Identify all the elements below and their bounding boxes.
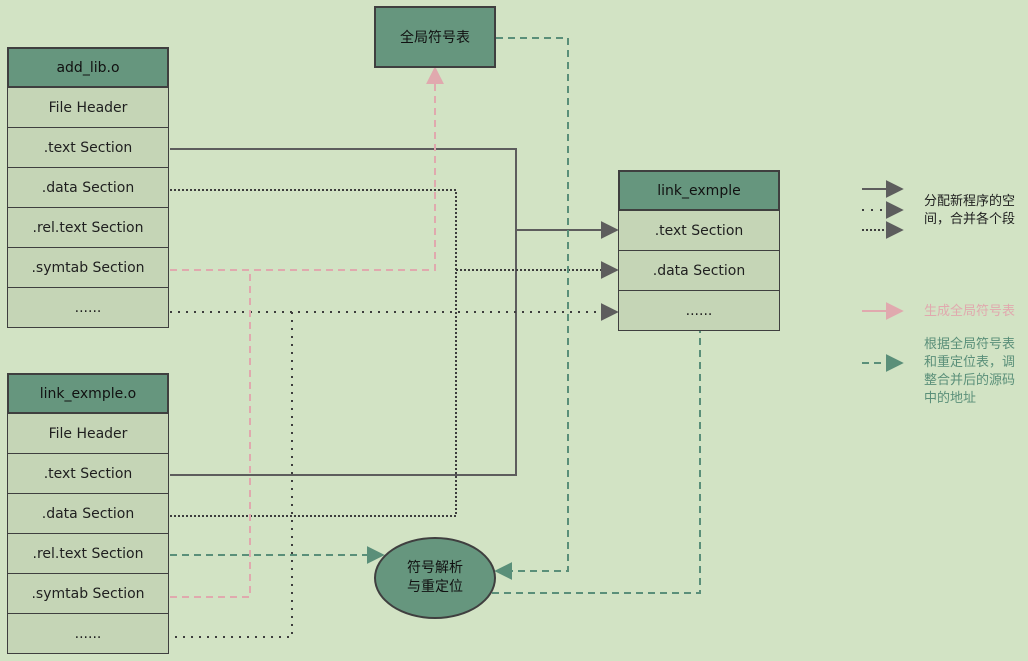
link-exmple-object-file: link_exmple.o File Header .text Section … bbox=[7, 373, 169, 654]
add-lib-rel-text-section: .rel.text Section bbox=[7, 207, 169, 248]
add-lib-object-file: add_lib.o File Header .text Section .dat… bbox=[7, 47, 169, 328]
global-symbol-table: 全局符号表 bbox=[374, 6, 496, 68]
legend-relocation-text: 根据全局符号表 和重定位表，调 整合并后的源码 中的地址 bbox=[924, 336, 1015, 408]
legend-symtab-text: 生成全局符号表 bbox=[924, 304, 1016, 319]
symbol-resolution-node: 符号解析 与重定位 bbox=[374, 537, 496, 619]
link-exmple-o-rel-text-section: .rel.text Section bbox=[7, 533, 169, 574]
legend: 分配新程序的空 间，合并各个段 生成全局符号表 根据全局符号表 和重定位表，调 … bbox=[860, 180, 1028, 420]
link-exmple-o-symtab-section: .symtab Section bbox=[7, 573, 169, 614]
add-lib-data-section: .data Section bbox=[7, 167, 169, 208]
add-lib-file-header: File Header bbox=[7, 87, 169, 128]
output-text-section: .text Section bbox=[618, 210, 780, 251]
legend-relocation-line-1: 根据全局符号表 bbox=[924, 337, 1016, 352]
global-symbol-table-label: 全局符号表 bbox=[400, 30, 470, 46]
output-data-section: .data Section bbox=[618, 250, 780, 291]
legend-relocation-line-3: 整合并后的源码 bbox=[924, 373, 1016, 388]
output-title: link_exmple bbox=[618, 170, 780, 211]
text-merge-lines bbox=[170, 148, 619, 476]
relocation-lines bbox=[170, 37, 709, 594]
legend-symbols bbox=[862, 180, 904, 372]
legend-relocation-line-2: 和重定位表，调 bbox=[924, 355, 1016, 370]
legend-relocation-line-4: 中的地址 bbox=[924, 391, 977, 406]
legend-merge-line-1: 分配新程序的空 bbox=[924, 194, 1016, 209]
add-lib-title: add_lib.o bbox=[7, 47, 169, 88]
link-exmple-o-file-header: File Header bbox=[7, 413, 169, 454]
add-lib-symtab-section: .symtab Section bbox=[7, 247, 169, 288]
resolution-line-1: 符号解析 bbox=[407, 560, 463, 576]
data-merge-lines bbox=[170, 189, 619, 517]
link-exmple-o-data-section: .data Section bbox=[7, 493, 169, 534]
link-exmple-executable: link_exmple .text Section .data Section … bbox=[618, 170, 780, 331]
legend-merge-line-2: 间，合并各个段 bbox=[924, 212, 1016, 227]
link-exmple-o-other-sections: ...... bbox=[7, 613, 169, 654]
link-exmple-o-text-section: .text Section bbox=[7, 453, 169, 494]
link-exmple-o-title: link_exmple.o bbox=[7, 373, 169, 414]
add-lib-other-sections: ...... bbox=[7, 287, 169, 328]
output-other-sections: ...... bbox=[618, 290, 780, 331]
add-lib-text-section: .text Section bbox=[7, 127, 169, 168]
symtab-lines bbox=[170, 66, 444, 598]
legend-merge-text: 分配新程序的空 间，合并各个段 bbox=[924, 193, 1015, 229]
resolution-line-2: 与重定位 bbox=[407, 579, 463, 595]
